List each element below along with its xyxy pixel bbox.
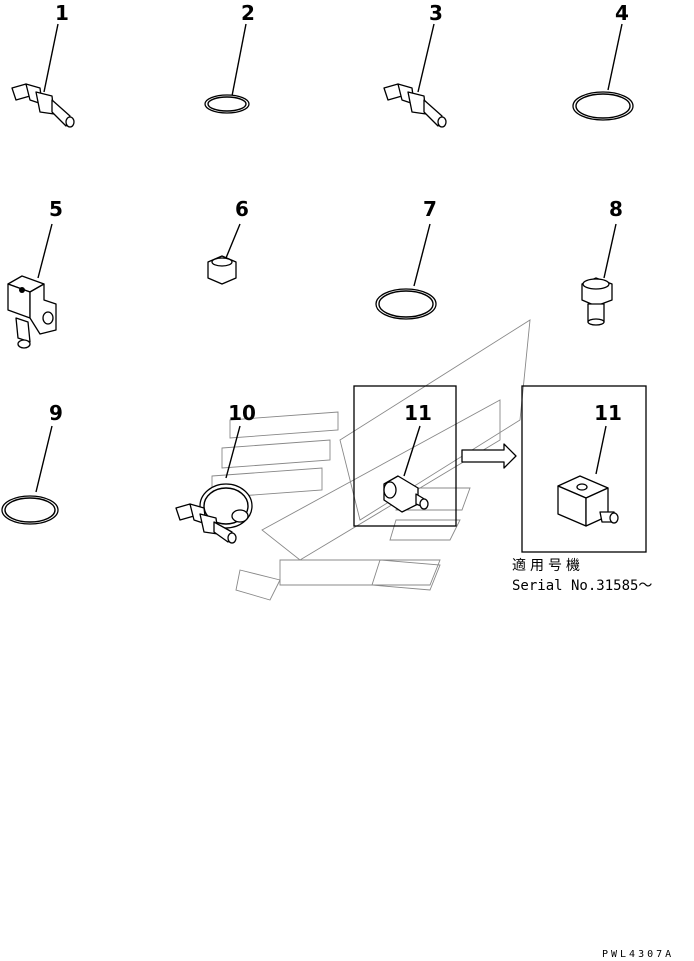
drawing-code: PWL4307A xyxy=(602,949,674,960)
callout-2: 2 xyxy=(241,1,255,25)
part-11-block xyxy=(557,425,619,527)
callout-5: 5 xyxy=(49,197,63,221)
part-2-o-ring xyxy=(204,23,250,114)
callout-1: 1 xyxy=(55,1,69,25)
part-6-nut xyxy=(207,223,241,285)
arrow-icon xyxy=(461,443,517,469)
callout-3: 3 xyxy=(429,1,443,25)
callout-4: 4 xyxy=(615,1,629,25)
callout-8: 8 xyxy=(609,197,623,221)
part-11-fitting xyxy=(383,425,429,513)
part-8-plug xyxy=(581,223,617,326)
watermark-logo xyxy=(211,319,531,601)
part-10-assembly xyxy=(175,425,253,544)
detail-box-11-right xyxy=(521,385,647,553)
part-9-o-ring xyxy=(1,425,59,525)
callout-9: 9 xyxy=(49,401,63,425)
callout-11-right: 11 xyxy=(594,401,622,425)
part-4-o-ring xyxy=(572,23,634,121)
callout-11-left: 11 xyxy=(404,401,432,425)
callout-6: 6 xyxy=(235,197,249,221)
part-7-o-ring xyxy=(375,223,437,320)
callout-10: 10 xyxy=(228,401,256,425)
part-3-adapter xyxy=(383,23,447,128)
applicable-note-jp: 適用号機 xyxy=(512,557,584,574)
serial-note: Serial No.31585～ xyxy=(512,578,652,594)
detail-box-11-left xyxy=(353,385,457,527)
part-5-elbow xyxy=(7,223,57,349)
callout-7: 7 xyxy=(423,197,437,221)
part-1-adapter xyxy=(11,23,75,128)
